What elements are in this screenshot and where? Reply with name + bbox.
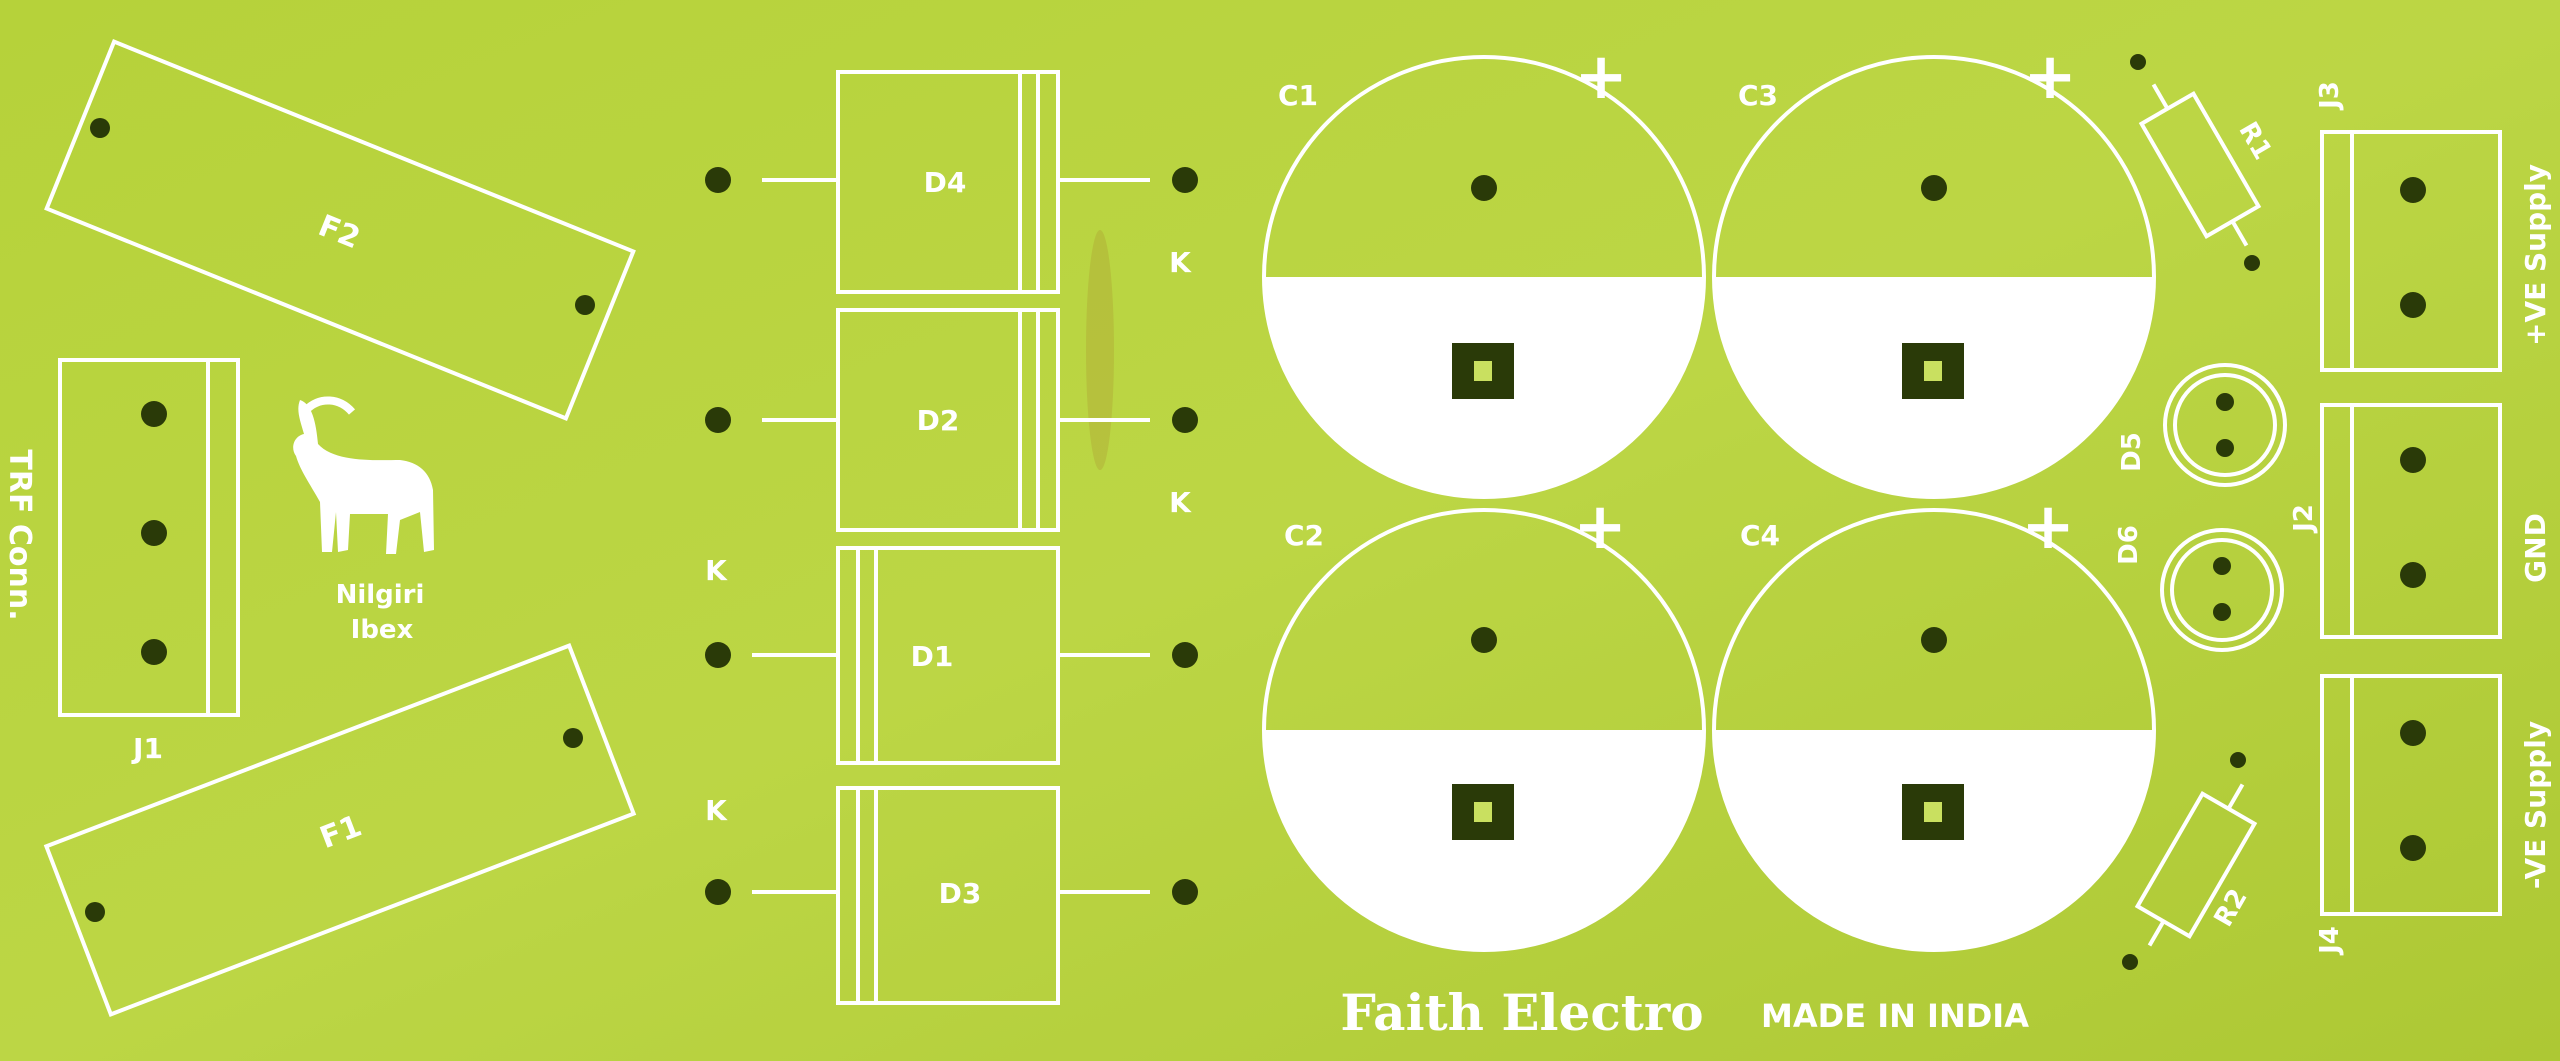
capacitor-c4: C4 + bbox=[1712, 490, 2156, 952]
label-k-d1: K bbox=[705, 554, 728, 587]
pad-j2-2[interactable] bbox=[2400, 562, 2426, 588]
pad-d1-k[interactable] bbox=[705, 642, 731, 668]
polarity-c1: + bbox=[1574, 40, 1628, 114]
pad-c3-pos[interactable] bbox=[1921, 175, 1947, 201]
label-d3: D3 bbox=[939, 877, 982, 910]
pad-r1-b[interactable] bbox=[2244, 255, 2260, 271]
label-j2: J2 bbox=[2289, 504, 2319, 534]
pad-d1-a[interactable] bbox=[1172, 642, 1198, 668]
label-d4: D4 bbox=[924, 166, 967, 199]
pad-j4-1[interactable] bbox=[2400, 720, 2426, 746]
pad-j1-3[interactable] bbox=[141, 639, 167, 665]
resistor-r1 bbox=[2138, 83, 2262, 247]
pad-f1-a[interactable] bbox=[563, 728, 583, 748]
label-neg-supply: -VE Supply bbox=[2519, 721, 2552, 889]
label-c3: C3 bbox=[1738, 79, 1778, 112]
capacitor-c2: C2 + bbox=[1262, 490, 1706, 952]
pad-d2-k[interactable] bbox=[1172, 407, 1198, 433]
pad-d5-k[interactable] bbox=[2216, 439, 2234, 457]
pad-r2-a[interactable] bbox=[2230, 752, 2246, 768]
label-d1: D1 bbox=[911, 640, 954, 673]
led-d5 bbox=[2163, 363, 2287, 487]
label-j4: J4 bbox=[2315, 926, 2345, 956]
label-j1: J1 bbox=[131, 732, 163, 765]
pad-j3-1[interactable] bbox=[2400, 177, 2426, 203]
label-gnd: GND bbox=[2519, 513, 2552, 583]
board-stain bbox=[1086, 230, 1114, 470]
connector-j1: J1 bbox=[58, 358, 240, 765]
mascot-name-line1: Nilgiri bbox=[336, 580, 425, 610]
pad-d6-k[interactable] bbox=[2213, 603, 2231, 621]
label-c1: C1 bbox=[1278, 79, 1318, 112]
label-c4: C4 bbox=[1740, 519, 1780, 552]
label-d6: D6 bbox=[2114, 525, 2144, 565]
label-pos-supply: +VE Supply bbox=[2519, 164, 2552, 346]
ibex-icon bbox=[293, 396, 434, 554]
label-k-d4: K bbox=[1169, 246, 1192, 279]
connector-j3 bbox=[2320, 130, 2502, 372]
pad-d3-k[interactable] bbox=[705, 879, 731, 905]
resistor-r2 bbox=[2134, 783, 2258, 947]
diode-d2: D2 bbox=[705, 308, 1198, 532]
pad-c1-pos[interactable] bbox=[1471, 175, 1497, 201]
pad-f2-b[interactable] bbox=[575, 295, 595, 315]
led-d6 bbox=[2160, 528, 2284, 652]
pad-f2-a[interactable] bbox=[90, 118, 110, 138]
polarity-c2: + bbox=[1573, 490, 1627, 564]
mascot-name-line2: Ibex bbox=[351, 615, 414, 645]
brand-name: Faith Electro bbox=[1340, 983, 1703, 1042]
label-d5: D5 bbox=[2117, 432, 2147, 472]
label-d2: D2 bbox=[917, 404, 960, 437]
diode-d1: D1 bbox=[705, 546, 1198, 765]
polarity-c3: + bbox=[2023, 40, 2077, 114]
label-j3: J3 bbox=[2315, 81, 2345, 111]
pad-f1-b[interactable] bbox=[85, 902, 105, 922]
label-c2: C2 bbox=[1284, 519, 1324, 552]
pad-j1-1[interactable] bbox=[141, 401, 167, 427]
pad-j3-2[interactable] bbox=[2400, 292, 2426, 318]
label-k-d2: K bbox=[1169, 486, 1192, 519]
pad-j4-2[interactable] bbox=[2400, 835, 2426, 861]
pad-c4-pos[interactable] bbox=[1921, 627, 1947, 653]
pad-d4-a[interactable] bbox=[705, 167, 731, 193]
capacitor-c1: C1 + bbox=[1262, 40, 1706, 499]
connector-j2 bbox=[2320, 403, 2502, 639]
pad-d5-a[interactable] bbox=[2216, 393, 2234, 411]
pad-d6-a[interactable] bbox=[2213, 557, 2231, 575]
pad-r1-a[interactable] bbox=[2130, 54, 2146, 70]
polarity-c4: + bbox=[2021, 490, 2075, 564]
label-k-d3: K bbox=[705, 794, 728, 827]
pad-d2-a[interactable] bbox=[705, 407, 731, 433]
diode-d4: D4 bbox=[705, 70, 1198, 294]
pad-c2-pos[interactable] bbox=[1471, 627, 1497, 653]
pad-r2-b[interactable] bbox=[2122, 954, 2138, 970]
diode-d3: D3 bbox=[705, 786, 1198, 1005]
made-in: MADE IN INDIA bbox=[1761, 997, 2029, 1035]
pad-d4-k[interactable] bbox=[1172, 167, 1198, 193]
pad-j1-2[interactable] bbox=[141, 520, 167, 546]
capacitor-c3: C3 + bbox=[1712, 40, 2156, 499]
label-trf-conn: TRF Conn. bbox=[2, 449, 37, 620]
pad-j2-1[interactable] bbox=[2400, 447, 2426, 473]
connector-j4 bbox=[2320, 674, 2502, 916]
pad-d3-a[interactable] bbox=[1172, 879, 1198, 905]
